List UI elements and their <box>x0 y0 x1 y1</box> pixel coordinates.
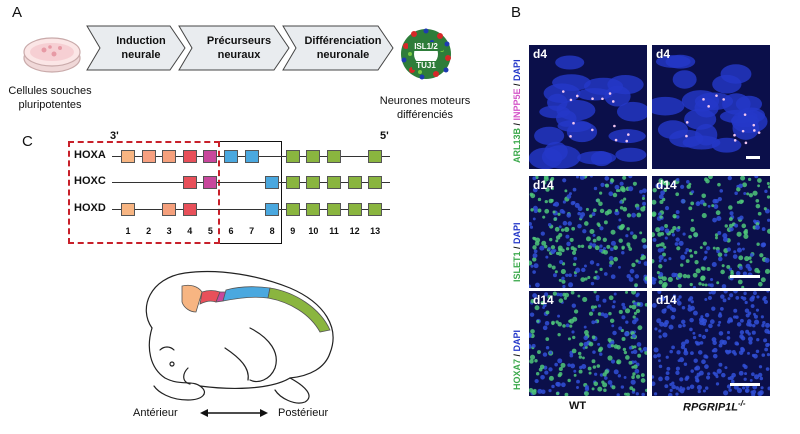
micrograph-image: d4 <box>529 45 647 169</box>
hox-gene-box <box>203 150 218 163</box>
hox-gene-box <box>162 203 177 216</box>
genotype-mutant-label: RPGRIP1L-/- <box>683 399 746 414</box>
scale-bar <box>730 383 760 386</box>
hox-paralog-number: 11 <box>329 226 339 236</box>
hox-gene-box <box>121 203 135 216</box>
panel-letter-b: B <box>511 4 522 21</box>
hox-gene-box <box>327 176 341 189</box>
hox-gene-box <box>368 176 383 189</box>
hox-paralog-number: 6 <box>228 226 234 236</box>
hox-paralog-number: 8 <box>269 226 275 236</box>
hox-paralog-number: 13 <box>370 226 381 236</box>
micrograph-image: d14 <box>652 291 770 396</box>
workflow-step-1: Induction neurale <box>86 25 186 71</box>
hox-paralog-number: 3 <box>166 226 172 236</box>
timepoint-tag: d14 <box>533 178 554 192</box>
three-prime-label: 3' <box>110 130 119 142</box>
hox-paralog-number: 2 <box>146 226 152 236</box>
hox-gene-name: HOXA <box>74 149 106 161</box>
anteroposterior-arrow-icon <box>200 409 268 417</box>
stain-label: HOXA7 / DAPI <box>512 329 522 390</box>
hox-gene-box <box>285 203 300 216</box>
embryo-illustration <box>145 270 334 404</box>
hox-gene-box <box>285 150 300 163</box>
hox-gene-box <box>306 150 321 163</box>
hox-gene-box <box>368 203 383 216</box>
tuj1-marker-label: TUJ1 <box>412 61 440 70</box>
panel-letter-a: A <box>12 4 23 21</box>
hox-gene-box <box>347 203 362 216</box>
anterior-label: Antérieur <box>133 407 178 419</box>
hox-paralog-number: 5 <box>207 226 213 236</box>
posterior-label: Postérieur <box>278 407 329 419</box>
hox-cluster-line <box>112 209 390 211</box>
timepoint-tag: d4 <box>656 47 671 61</box>
hox-paralog-number: 12 <box>349 226 360 236</box>
hox-gene-box <box>306 176 321 189</box>
motor-neuron-cluster-icon: ISL1/2 TUJ1 <box>396 24 456 84</box>
hox-gene-box <box>347 176 362 189</box>
stain-label: ISLET1 / DAPI <box>512 222 522 282</box>
hox-gene-box <box>368 150 383 163</box>
isl-marker-label: ISL1/2 <box>408 42 444 51</box>
workflow-step-2: Précurseurs neuraux <box>178 25 290 71</box>
hox-gene-box <box>244 150 259 163</box>
hox-paralog-number: 1 <box>125 226 131 236</box>
hox-gene-box <box>265 203 280 216</box>
hox-gene-box <box>141 150 156 163</box>
hox-gene-box <box>182 176 197 189</box>
hox-gene-box <box>265 176 280 189</box>
stain-label: ARL13B / INPP5E / DAPI <box>512 59 522 163</box>
genotype-wt-label: WT <box>569 400 587 412</box>
petri-dish-icon <box>23 37 81 73</box>
hox-gene-box <box>162 150 177 163</box>
scale-bar <box>730 275 760 278</box>
hox-gene-box <box>182 203 197 216</box>
hox-gene-box <box>327 150 341 163</box>
workflow-step-3: Différenciation neuronale <box>282 25 394 71</box>
micrograph-image: d14 <box>652 176 770 288</box>
hox-cluster-line <box>112 182 390 184</box>
hox-gene-box <box>121 150 135 163</box>
hox-gene-box <box>327 203 341 216</box>
hox-paralog-number: 4 <box>187 226 193 236</box>
micrograph-image: d14 <box>529 176 647 288</box>
micrograph-image: d4 <box>652 45 770 169</box>
scale-bar <box>746 156 760 159</box>
timepoint-tag: d14 <box>656 293 677 307</box>
timepoint-tag: d4 <box>533 47 548 61</box>
hox-gene-name: HOXD <box>74 202 106 214</box>
hox-gene-box <box>285 176 300 189</box>
hox-gene-name: HOXC <box>74 175 106 187</box>
motor-neurons-label: Neurones moteurs différenciés <box>379 95 471 121</box>
hox-gene-box <box>203 176 218 189</box>
micrograph-image: d14 <box>529 291 647 396</box>
hox-paralog-number: 9 <box>290 226 296 236</box>
timepoint-tag: d14 <box>533 293 554 307</box>
hox-gene-box <box>182 150 197 163</box>
five-prime-label: 5' <box>380 130 389 142</box>
hox-gene-box <box>306 203 321 216</box>
anterior-hox-group-box <box>68 141 220 244</box>
hox-paralog-number: 7 <box>249 226 255 236</box>
hox-gene-box <box>224 150 238 163</box>
source-cells-label: Cellules souches pluripotentes <box>8 85 92 111</box>
central-hox-group-box <box>220 141 282 244</box>
hox-paralog-number: 10 <box>308 226 319 236</box>
panel-letter-c: C <box>22 133 33 150</box>
timepoint-tag: d14 <box>656 178 677 192</box>
